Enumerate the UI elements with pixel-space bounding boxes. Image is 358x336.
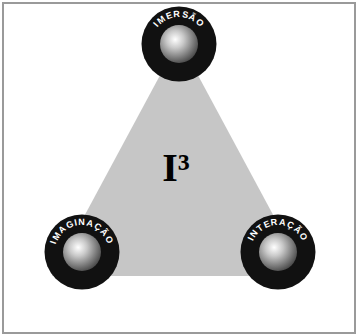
ring-letter: I: [74, 218, 79, 227]
sphere: [160, 25, 198, 63]
frame: [3, 3, 355, 333]
ring-letter: R: [270, 218, 278, 228]
black-ring: [241, 215, 316, 290]
center-symbol: I³: [162, 148, 190, 188]
sphere: [63, 233, 101, 271]
circle-node: IMAGINAÇÃO: [44, 214, 120, 290]
circle-node: INTERAÇÃO: [240, 214, 316, 290]
sphere: [259, 233, 297, 271]
black-ring: [142, 7, 217, 82]
ring-letter: R: [173, 10, 181, 19]
ring-label: IMERSÃO: [141, 6, 217, 82]
ring-label: IMAGINAÇÃO: [44, 214, 120, 290]
ring-letter: A: [279, 218, 287, 228]
ring-letter: O: [103, 235, 114, 246]
circle-node: IMERSÃO: [141, 6, 217, 82]
black-ring: [45, 215, 120, 290]
ring-letter: N: [79, 218, 86, 227]
ring-label: INTERAÇÃO: [240, 214, 316, 290]
